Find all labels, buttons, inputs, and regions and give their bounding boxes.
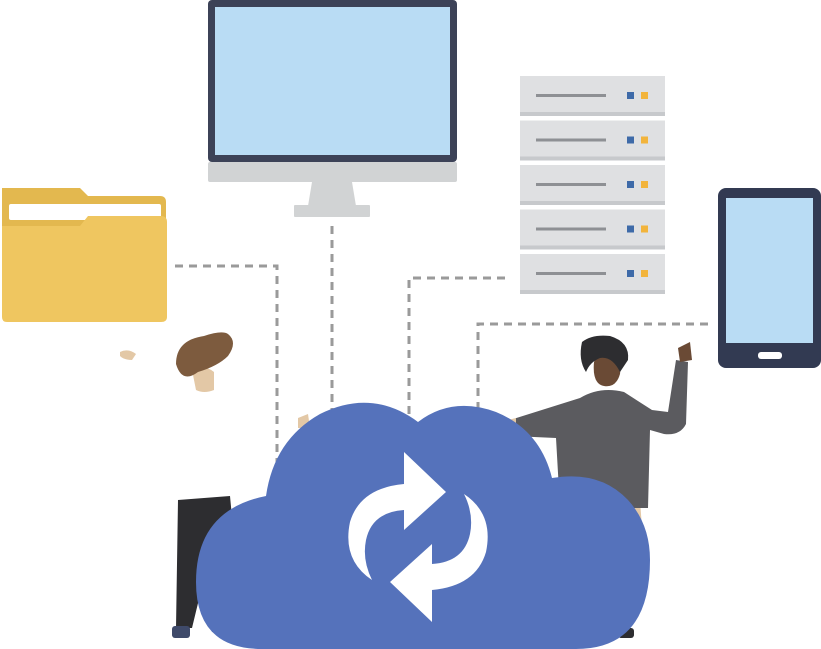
folder-icon xyxy=(2,188,167,322)
server-unit xyxy=(520,120,665,161)
connector-lines xyxy=(175,226,708,470)
sync-arrows-icon xyxy=(348,452,488,622)
monitor-icon xyxy=(208,0,457,217)
status-led xyxy=(641,136,648,144)
status-led xyxy=(641,225,648,233)
server-unit xyxy=(520,76,665,116)
status-led xyxy=(627,181,634,188)
status-led xyxy=(627,270,634,277)
status-led xyxy=(641,270,648,277)
server-rack-icon xyxy=(520,76,665,294)
status-led xyxy=(627,136,634,144)
status-led xyxy=(627,225,634,233)
status-led xyxy=(641,181,648,188)
connector-server xyxy=(407,276,505,420)
person-right xyxy=(508,335,692,638)
status-led xyxy=(627,92,634,99)
server-unit xyxy=(520,165,665,205)
connector-tablet xyxy=(476,322,708,420)
status-led xyxy=(641,92,648,99)
connector-folder xyxy=(175,264,279,470)
server-unit xyxy=(520,209,665,250)
tablet-icon xyxy=(718,188,821,368)
server-unit xyxy=(520,254,665,294)
cloud-icon xyxy=(196,402,650,649)
